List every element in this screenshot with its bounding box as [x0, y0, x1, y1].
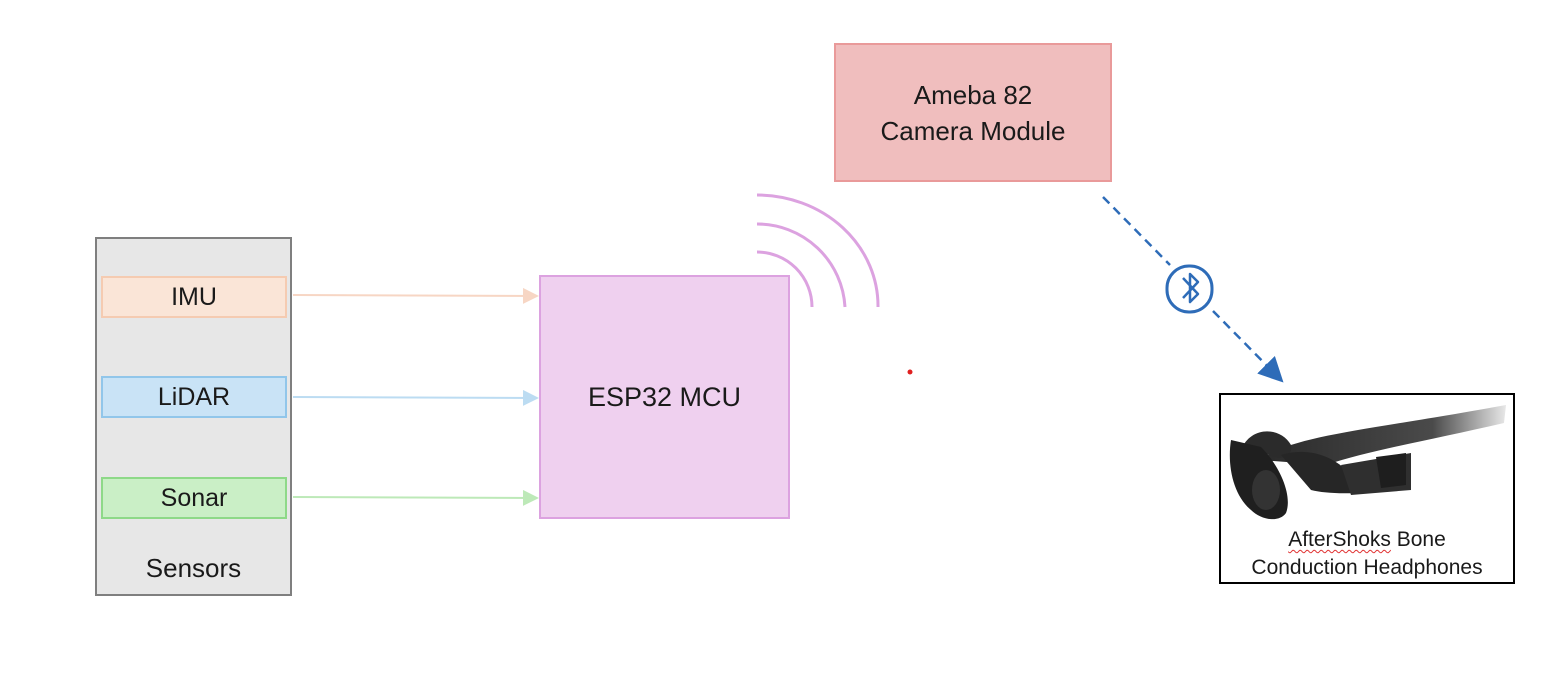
- lidar-box: LiDAR: [101, 376, 287, 418]
- headphones-image: [1229, 405, 1506, 520]
- headphones-frame: [1219, 393, 1515, 584]
- camera-label-line2: Camera Module: [880, 115, 1066, 146]
- camera-module-box: Ameba 82 Camera Module: [834, 43, 1112, 182]
- lidar-to-esp32-arrow: [292, 389, 539, 406]
- wifi-signal-icon: [756, 193, 880, 308]
- camera-to-headphones-link-upper: [1102, 196, 1171, 266]
- sonar-label: Sonar: [160, 483, 228, 512]
- imu-label: IMU: [171, 282, 217, 311]
- caption-line1: AfterShoks Bone: [1221, 526, 1513, 554]
- lidar-label: LiDAR: [157, 382, 231, 411]
- caption-line2: Conduction Headphones: [1251, 556, 1483, 579]
- imu-box: IMU: [101, 276, 287, 318]
- red-dot: [907, 369, 913, 375]
- esp32-mcu-box: ESP32 MCU: [539, 275, 790, 519]
- caption-line1-rest: Bone: [1390, 528, 1446, 551]
- bluetooth-icon: [1165, 264, 1214, 314]
- headphones-caption: AfterShoks Bone Conduction Headphones: [1221, 526, 1513, 582]
- imu-to-esp32-arrow: [292, 287, 539, 304]
- caption-spellcheck-word: AfterShoks: [1288, 528, 1391, 551]
- camera-to-headphones-link-lower: [1212, 310, 1284, 383]
- sonar-to-esp32-arrow: [292, 489, 539, 506]
- esp32-mcu-label: ESP32 MCU: [587, 381, 742, 412]
- camera-label-line1: Ameba 82: [913, 79, 1033, 110]
- sensors-group-label: Sensors: [145, 553, 242, 583]
- sonar-box: Sonar: [101, 477, 287, 519]
